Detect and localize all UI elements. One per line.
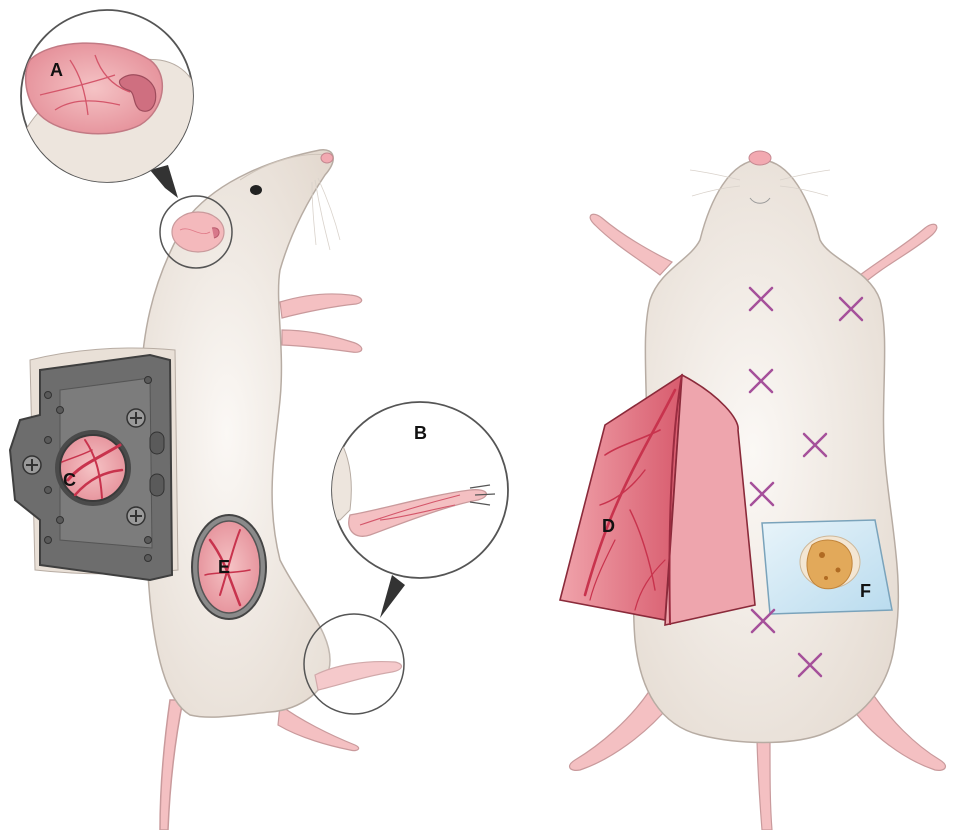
label-D: D bbox=[602, 516, 615, 536]
rat-ventral-front-leg-right bbox=[860, 224, 937, 285]
rat-ventral-front-leg-left bbox=[590, 214, 672, 275]
rat-ventral-view: D F bbox=[560, 151, 945, 830]
rat-lateral-eye bbox=[250, 185, 262, 195]
zoom-inset-ear bbox=[20, 10, 200, 200]
hind-paw-focus-circle bbox=[304, 614, 404, 714]
rat-lateral-front-paw-upper bbox=[280, 294, 362, 318]
skin-flap-model bbox=[560, 375, 755, 625]
label-A: A bbox=[50, 60, 63, 80]
implant-scaffold-slide bbox=[762, 520, 892, 614]
rat-lateral-front-paw-lower bbox=[282, 330, 362, 352]
callout-pointer-A bbox=[150, 165, 178, 198]
label-F: F bbox=[860, 581, 871, 601]
rat-ventral-nose bbox=[749, 151, 771, 165]
rat-lateral-nose bbox=[321, 153, 333, 163]
label-C: C bbox=[63, 470, 76, 490]
chamber-screw-icon bbox=[127, 409, 145, 427]
label-B: B bbox=[414, 423, 427, 443]
chamber-screw-icon bbox=[23, 456, 41, 474]
rat-lateral-whiskers bbox=[312, 178, 340, 250]
rat-lateral-tail bbox=[160, 700, 183, 830]
chamber-screw-icon bbox=[127, 507, 145, 525]
label-E: E bbox=[218, 557, 230, 577]
callout-pointer-B bbox=[380, 575, 405, 618]
rat-ventral-tail bbox=[757, 740, 772, 830]
